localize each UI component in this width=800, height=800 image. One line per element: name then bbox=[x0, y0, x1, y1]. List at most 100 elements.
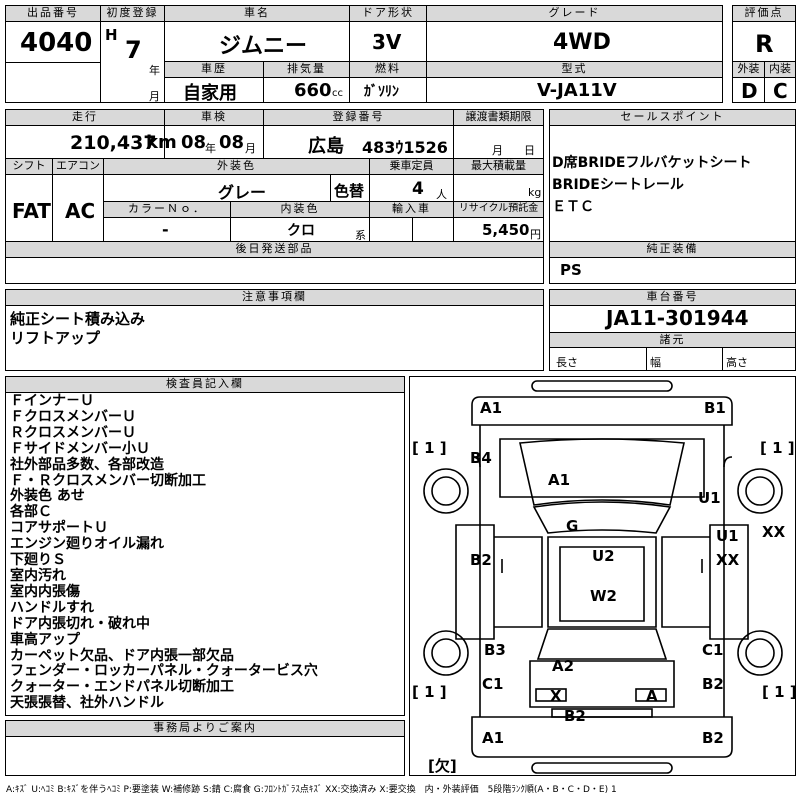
year-unit: 年 bbox=[149, 64, 160, 77]
chassis-label: 車台番号 bbox=[550, 290, 795, 306]
notes-label: 注意事項欄 bbox=[6, 290, 543, 306]
transfer-month-unit: 月 bbox=[492, 144, 503, 157]
inspector-note: Ｆ・Ｒクロスメンバー切断加工 bbox=[10, 472, 206, 489]
width-label: 幅 bbox=[650, 356, 661, 369]
damage-mark: B1 bbox=[704, 399, 726, 417]
mileage: 210,437 bbox=[70, 132, 157, 154]
lot-number: 4040 bbox=[20, 28, 93, 58]
ac: AC bbox=[65, 199, 96, 223]
sales-point-2: BRIDEシートレール bbox=[552, 177, 684, 193]
shift-box: シフト FAT bbox=[5, 158, 53, 242]
load-label: 最大積載量 bbox=[454, 159, 543, 175]
score: R bbox=[755, 30, 774, 58]
inspection-label: 車検 bbox=[165, 110, 263, 126]
inspector-note: 各部Ｃ bbox=[10, 504, 52, 521]
damage-mark: B2 bbox=[564, 707, 586, 725]
ac-label: エアコン bbox=[53, 159, 103, 175]
genuine-equipment-label: 純正装備 bbox=[550, 242, 795, 258]
capacity-label: 乗車定員 bbox=[370, 159, 453, 175]
inspector-note: エンジン廻りオイル漏れ bbox=[10, 536, 164, 553]
color-number-label: カラーＮｏ． bbox=[104, 202, 230, 218]
inspection-year-unit: 年 bbox=[205, 142, 216, 155]
interior-color-unit: 系 bbox=[355, 229, 366, 242]
load-box: 最大積載量 kg bbox=[453, 158, 544, 202]
length-label: 長さ bbox=[556, 356, 578, 369]
grade-box: グレード 4WD bbox=[426, 5, 723, 62]
door-type: 3V bbox=[372, 30, 402, 54]
sales-points-label: セールスポイント bbox=[550, 110, 795, 126]
plate-area: 広島 bbox=[308, 136, 344, 157]
score-box: 評価点 R bbox=[732, 5, 796, 62]
grade-label: グレード bbox=[427, 6, 722, 22]
damage-mark: [ 1 ] bbox=[412, 683, 447, 701]
damage-mark: A1 bbox=[548, 471, 571, 489]
inspector-note: 車高アップ bbox=[10, 631, 80, 648]
sales-point-1: D席BRIDEフルバケットシート bbox=[552, 155, 752, 171]
inspection-month-unit: 月 bbox=[245, 142, 256, 155]
damage-mark: [ 1 ] bbox=[762, 683, 797, 701]
office-box: 事務局よりご案内 bbox=[5, 720, 405, 776]
mileage-unit: km bbox=[146, 132, 177, 153]
car-name-box: 車名 ジムニー bbox=[164, 5, 350, 62]
color-number-box: カラーＮｏ． - bbox=[103, 201, 231, 242]
damage-mark: XX bbox=[716, 551, 740, 569]
inspector-note: コアサポートＵ bbox=[10, 520, 108, 537]
car-name-label: 車名 bbox=[165, 6, 349, 22]
damage-mark: B2 bbox=[702, 729, 724, 747]
mileage-box: 走行 210,437 km bbox=[5, 109, 177, 159]
damage-mark: B4 bbox=[470, 449, 492, 467]
exterior-grade: D bbox=[741, 79, 758, 103]
inspector-note: 外装色 あせ bbox=[10, 488, 85, 505]
damage-mark: C1 bbox=[482, 675, 504, 693]
inspector-note: 社外部品多数、各部改造 bbox=[10, 456, 164, 473]
shift: FAT bbox=[12, 199, 51, 223]
damage-mark: X bbox=[550, 687, 562, 705]
inspection-month: 08 bbox=[219, 132, 245, 153]
exterior-color: グレー bbox=[218, 183, 267, 202]
inspection-year: 08 bbox=[181, 132, 207, 153]
interior-label: 内装 bbox=[765, 62, 795, 78]
damage-mark: XX bbox=[762, 523, 786, 541]
damage-mark: C1 bbox=[702, 641, 724, 659]
inspector-note: 室内汚れ bbox=[10, 567, 66, 584]
inspector-note: ＲクロスメンバーＵ bbox=[10, 424, 136, 441]
inspector-note: ＦクロスメンバーＵ bbox=[10, 408, 136, 425]
displacement-unit: cc bbox=[332, 88, 343, 99]
damage-mark: A bbox=[646, 687, 658, 705]
interior-color: クロ bbox=[287, 223, 315, 239]
first-registration-box: 初度登録 H 7 年 月 bbox=[100, 5, 165, 103]
import-label: 輸入車 bbox=[370, 202, 453, 218]
height-label: 高さ bbox=[726, 356, 748, 369]
damage-mark: A2 bbox=[552, 657, 575, 675]
inspector-note: クォーター・エンドパネル切断加工 bbox=[10, 679, 234, 696]
plate-box: 登録番号 広島 483ｳ1526 bbox=[263, 109, 454, 159]
displacement: 660 bbox=[294, 80, 332, 101]
capacity-box: 乗車定員 4 人 bbox=[369, 158, 454, 202]
grade: 4WD bbox=[553, 30, 611, 55]
first-registration-label: 初度登録 bbox=[101, 6, 164, 22]
notes-box: 注意事項欄 純正シート積み込み リフトアップ bbox=[5, 289, 544, 371]
car-name: ジムニー bbox=[219, 34, 308, 59]
capacity-unit: 人 bbox=[436, 188, 447, 201]
transfer-deadline-label: 譲渡書類期限 bbox=[454, 110, 543, 126]
recycle-box: リサイクル預託金 5,450 円 bbox=[453, 201, 544, 242]
history-label: 車歴 bbox=[165, 62, 263, 78]
model: V-JA11V bbox=[537, 80, 617, 101]
sales-points-box: セールスポイント D席BRIDEフルバケットシート BRIDEシートレール ＥＴ… bbox=[549, 109, 796, 244]
mileage-label: 走行 bbox=[6, 110, 164, 126]
genuine-equipment: PS bbox=[560, 261, 582, 279]
era: H bbox=[105, 26, 118, 44]
damage-mark: B2 bbox=[470, 551, 492, 569]
damage-mark: U2 bbox=[592, 547, 615, 565]
plate-number: 483ｳ1526 bbox=[362, 138, 448, 157]
note-2: リフトアップ bbox=[10, 329, 101, 347]
exterior-grade-box: 外装 D bbox=[732, 61, 765, 103]
lot-number-box: 出品番号 4040 bbox=[5, 5, 101, 103]
lot-number-label: 出品番号 bbox=[6, 6, 100, 22]
history: 自家用 bbox=[183, 83, 237, 104]
displacement-label: 排気量 bbox=[264, 62, 349, 78]
recycle-unit: 円 bbox=[530, 228, 541, 241]
damage-mark: B2 bbox=[702, 675, 724, 693]
